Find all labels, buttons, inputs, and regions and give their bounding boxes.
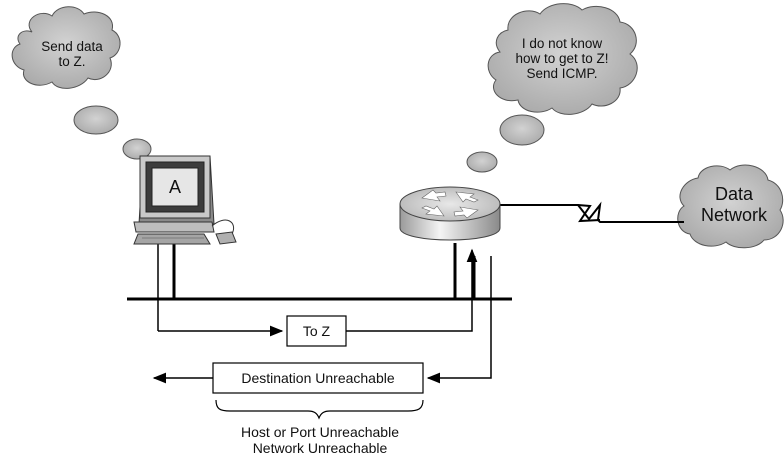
data-network-text: Data Network xyxy=(686,184,782,226)
router-thought-line-2: how to get to Z! xyxy=(515,51,609,66)
host-thought-puff-small xyxy=(122,138,152,160)
reply-type-host-port: Host or Port Unreachable xyxy=(241,424,399,440)
serial-link-zigzag xyxy=(577,204,601,223)
host-thought-puff-large xyxy=(73,105,119,135)
reply-type-network: Network Unreachable xyxy=(252,440,388,456)
destination-unreachable-label: Destination Unreachable xyxy=(241,370,395,386)
data-network-line-2: Network xyxy=(700,205,767,225)
router-arrows-icon xyxy=(421,189,479,219)
host-a-computer xyxy=(133,155,237,245)
router-thought-cloud xyxy=(487,3,638,115)
router-thought-puff-large xyxy=(499,114,545,146)
host-thought-line-2: to Z. xyxy=(58,54,86,69)
router-thought-line-3: Send ICMP. xyxy=(526,66,598,81)
router-thought-text: I do not know how to get to Z! Send ICMP… xyxy=(498,36,626,81)
to-z-packet-box xyxy=(286,315,347,347)
destination-unreachable-box xyxy=(212,362,424,394)
host-a-screen xyxy=(151,167,199,207)
data-network-line-1: Data xyxy=(714,184,754,204)
router-thought-bubble xyxy=(466,3,638,173)
host-thought-text: Send data to Z. xyxy=(26,39,118,69)
host-thought-bubble xyxy=(11,6,152,160)
icmp-return-line xyxy=(426,256,492,384)
host-thought-line-1: Send data xyxy=(41,39,103,54)
router-thought-puff-small xyxy=(466,151,498,173)
router xyxy=(399,186,501,241)
reply-types-caption: Host or Port Unreachable Network Unreach… xyxy=(200,424,440,456)
data-network-cloud xyxy=(677,164,784,249)
router-thought-line-1: I do not know xyxy=(521,36,603,51)
to-z-label: To Z xyxy=(302,323,331,339)
reply-types-brace xyxy=(215,399,424,420)
to-z-arrow-out xyxy=(346,248,478,332)
host-a-label: A xyxy=(168,177,181,197)
host-thought-cloud xyxy=(11,6,121,89)
